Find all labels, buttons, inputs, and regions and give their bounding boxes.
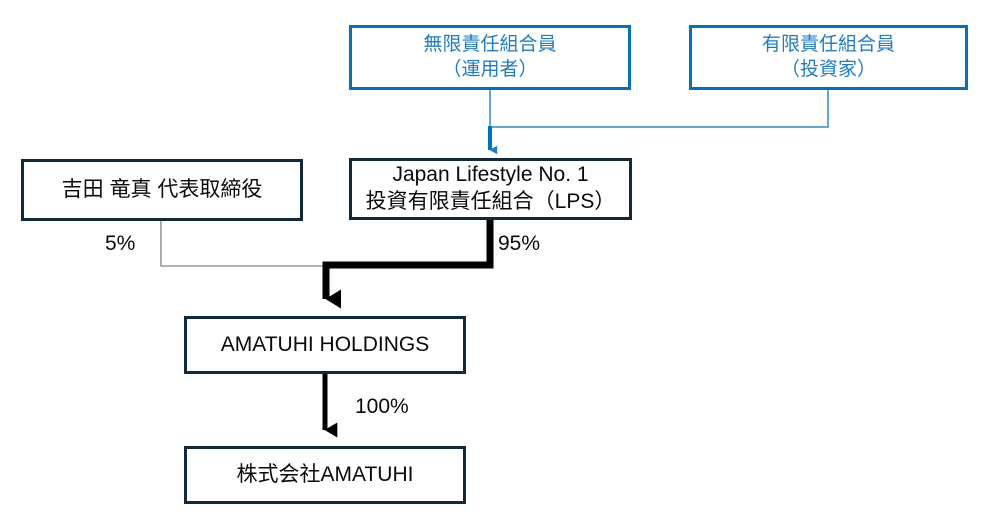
node-lps-fund[interactable]: Japan Lifestyle No. 1 投資有限責任組合（LPS） [349,158,632,220]
edge-label-100-percent: 100% [355,395,409,418]
node-general-partner-line1: 無限責任組合員 [423,34,557,56]
node-amatuhi-holdings[interactable]: AMATUHI HOLDINGS [184,316,466,374]
node-limited-partner[interactable]: 有限責任組合員 （投資家） [689,25,968,90]
node-representative-director-line1: 吉田 竜真 代表取締役 [61,177,263,201]
node-general-partner-line2: （運用者） [442,58,538,80]
edge-label-5-percent: 5% [105,232,136,255]
node-amatuhi-holdings-line1: AMATUHI HOLDINGS [220,332,430,356]
node-amatuhi-company[interactable]: 株式会社AMATUHI [184,446,466,504]
node-amatuhi-company-line1: 株式会社AMATUHI [236,462,414,486]
node-limited-partner-line1: 有限責任組合員 [761,34,895,56]
node-lps-fund-line1: Japan Lifestyle No. 1 [392,163,589,187]
node-lps-fund-line2: 投資有限責任組合（LPS） [365,190,616,213]
edge-limited-partner-to-lps [491,90,829,128]
node-representative-director[interactable]: 吉田 竜真 代表取締役 [21,159,303,221]
edge-lps-to-holdings [322,220,494,309]
edge-label-95-percent: 95% [498,232,541,255]
edge-representative-to-holdings [160,221,327,267]
node-general-partner[interactable]: 無限責任組合員 （運用者） [349,25,631,90]
node-limited-partner-line2: （投資家） [780,58,876,80]
